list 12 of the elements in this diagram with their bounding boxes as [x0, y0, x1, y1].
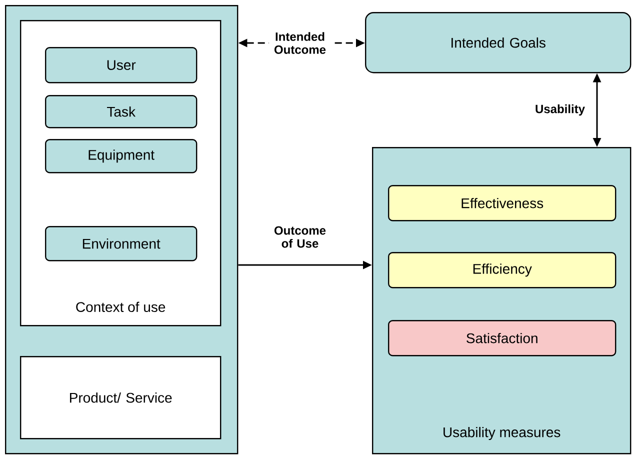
factor-box: Equipment: [45, 139, 198, 174]
measure-box: Effectiveness: [388, 185, 616, 222]
measure-box: Satisfaction: [388, 320, 616, 356]
factor-box: User: [45, 47, 198, 84]
factor-box: Task: [45, 95, 198, 128]
goals-box: Intended Goals: [365, 12, 632, 74]
edge-label: Usability: [534, 103, 586, 117]
product-box: Product/ Service: [20, 356, 222, 440]
measure-box: Efficiency: [388, 252, 616, 288]
edge-label: Outcome of Use: [274, 226, 326, 248]
factor-box: Environment: [45, 226, 198, 262]
edge-label: Intended Outcome: [269, 31, 331, 55]
